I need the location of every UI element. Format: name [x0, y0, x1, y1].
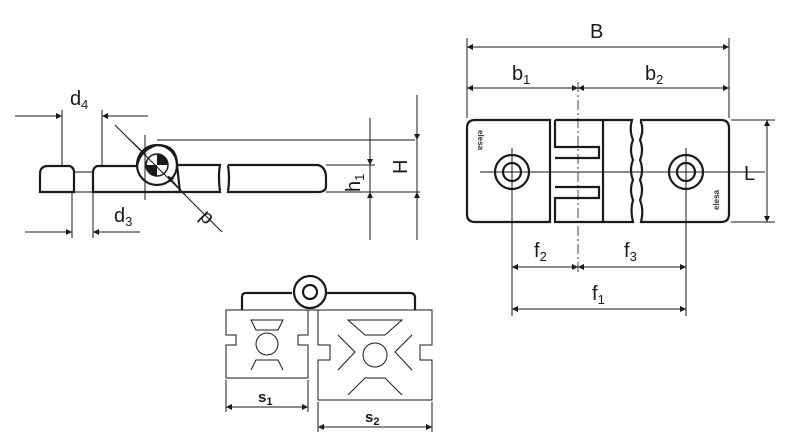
label-f1: f1 — [592, 283, 605, 307]
label-f2: f2 — [534, 240, 547, 264]
break-line — [603, 118, 635, 224]
label-L: L — [744, 163, 755, 185]
label-d: d — [194, 207, 217, 230]
profile-view: s1 s2 — [225, 274, 433, 432]
hinge-leaf-right — [638, 118, 731, 224]
elesa-logo: elesa — [476, 130, 485, 151]
label-d4: d4 — [70, 88, 88, 112]
label-h1: h1 — [343, 174, 367, 192]
label-B: B — [590, 21, 603, 43]
label-s2: s2 — [365, 409, 379, 428]
hinge-leaf-left — [465, 118, 552, 224]
hinge-knuckle — [553, 118, 605, 224]
label-H: H — [390, 160, 412, 174]
top-view: elesa elesa B b1 b2 L f2 f3 f1 — [465, 21, 775, 316]
elesa-logo: elesa — [712, 189, 721, 210]
label-f3: f3 — [624, 240, 637, 264]
side-view: d4 d3 d h1 H — [15, 88, 420, 240]
label-b2: b2 — [645, 63, 663, 87]
label-s1: s1 — [258, 389, 272, 408]
label-d3: d3 — [114, 205, 132, 229]
label-b1: b1 — [512, 63, 530, 87]
